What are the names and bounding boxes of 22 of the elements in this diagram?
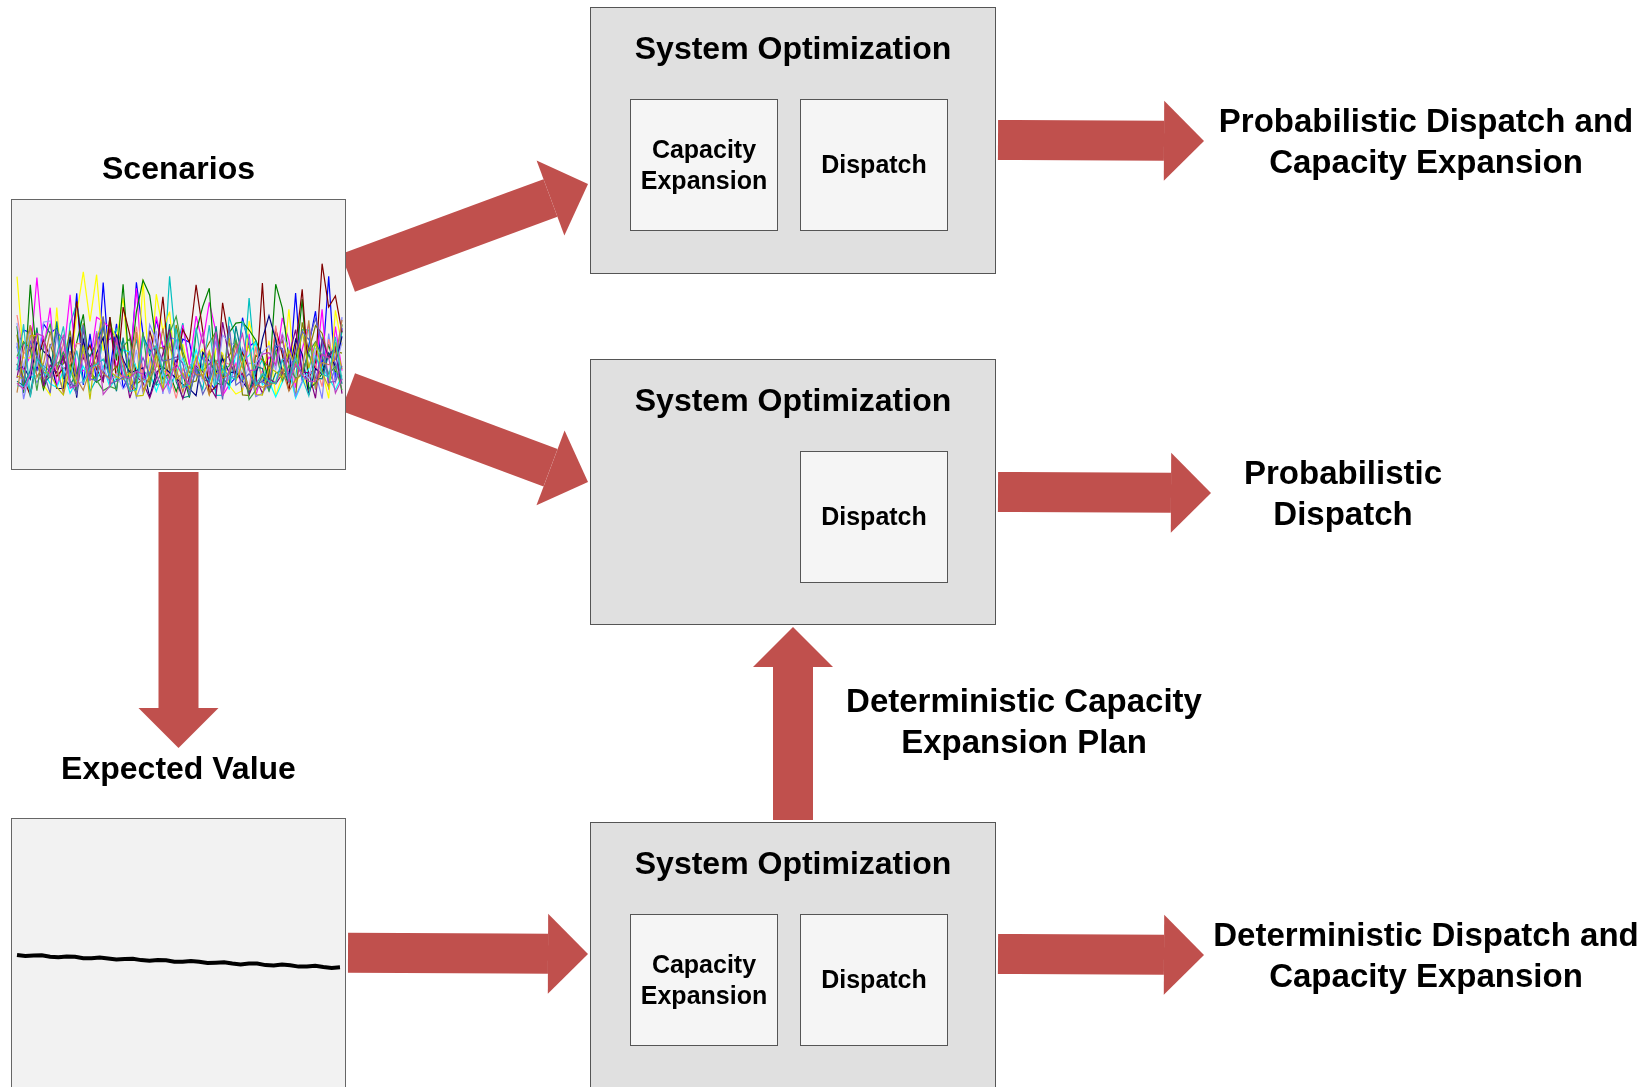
- module-box: Dispatch: [800, 99, 948, 231]
- module-box: Capacity Expansion: [630, 914, 778, 1046]
- result-text: Deterministic Dispatch and Capacity Expansion: [1212, 914, 1637, 996]
- optimization-panel: [590, 359, 996, 625]
- chart-heading: Scenarios: [101, 150, 256, 187]
- panel-title: System Optimization: [633, 382, 953, 419]
- block-arrow: [347, 913, 588, 994]
- optimization-panel: [590, 822, 996, 1087]
- module-box: Dispatch: [800, 451, 948, 583]
- result-text: Probabilistic Dispatch: [1242, 452, 1444, 534]
- block-arrow: [138, 472, 219, 748]
- chart-heading: Expected Value: [60, 750, 297, 787]
- result-text: Probabilistic Dispatch and Capacity Expansion: [1217, 100, 1635, 182]
- block-arrow: [997, 914, 1204, 995]
- module-box: Dispatch: [800, 914, 948, 1046]
- module-box: Capacity Expansion: [630, 99, 778, 231]
- block-arrow: [753, 627, 833, 820]
- block-arrow: [997, 452, 1211, 533]
- optimization-panel: [590, 7, 996, 274]
- block-arrow: [997, 100, 1204, 181]
- panel-title: System Optimization: [633, 845, 953, 882]
- panel-title: System Optimization: [633, 30, 953, 67]
